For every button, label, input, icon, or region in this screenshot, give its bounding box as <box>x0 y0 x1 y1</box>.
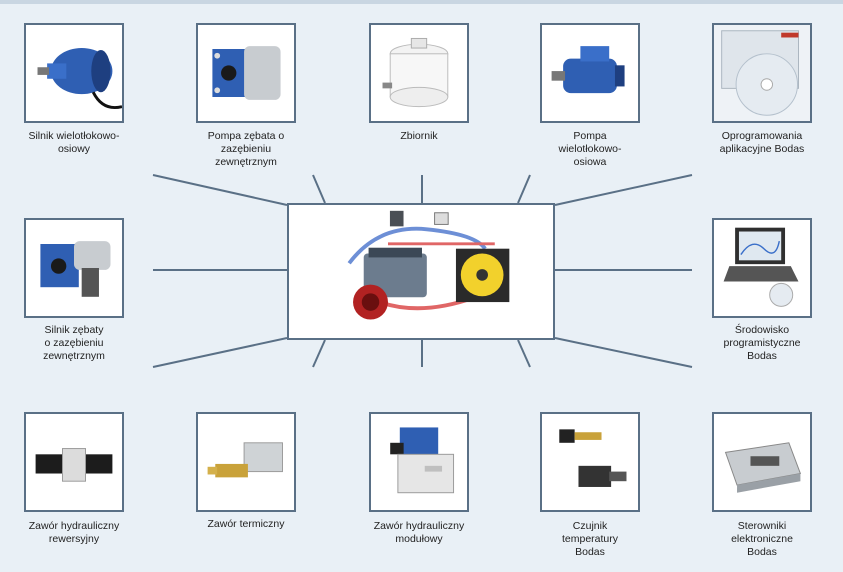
laptop-icon <box>723 227 799 307</box>
connector-line <box>312 339 326 368</box>
connector-line <box>152 174 288 206</box>
tile-reversing-valve[interactable] <box>24 412 124 512</box>
tile-modular-valve[interactable] <box>369 412 469 512</box>
tank-icon <box>382 37 449 108</box>
thermal-valve-icon <box>207 442 283 478</box>
software-cd-icon <box>714 25 810 121</box>
connector-line <box>312 174 326 204</box>
controller-icon <box>724 442 802 493</box>
tile-axial-piston-pump[interactable] <box>540 23 640 123</box>
axial-piston-motor-icon <box>37 48 122 109</box>
connector-line <box>517 339 531 368</box>
label-thermal-valve: Zawór termiczny <box>207 518 285 530</box>
tile-thermal-valve[interactable] <box>196 412 296 512</box>
tile-multi-piston-motor[interactable] <box>24 23 124 123</box>
gear-pump-icon <box>212 46 281 100</box>
tile-electronic-controller[interactable] <box>712 412 812 512</box>
center-system-panel <box>287 203 555 340</box>
modular-valve-icon <box>390 427 455 494</box>
tile-external-gear-pump[interactable] <box>196 23 296 123</box>
tile-external-gear-motor[interactable] <box>24 218 124 318</box>
reversing-valve-icon <box>35 448 113 482</box>
engine-cooling-system-icon <box>347 210 510 320</box>
tile-temperature-sensor[interactable] <box>540 412 640 512</box>
tile-programming-environment[interactable] <box>712 218 812 318</box>
connector-line <box>554 337 693 368</box>
connector-line <box>517 174 531 204</box>
connector-line <box>152 337 288 368</box>
tile-application-software[interactable] <box>712 23 812 123</box>
tile-tank[interactable] <box>369 23 469 123</box>
temperature-sensor-icon <box>559 429 627 487</box>
gear-motor-icon <box>40 241 111 297</box>
connector-line <box>554 174 693 206</box>
label-tank: Zbiornik <box>400 130 438 142</box>
label-multi-piston-motor: Silnik wielotłokowo-osiowy <box>28 130 120 155</box>
top-divider <box>0 0 843 4</box>
axial-piston-pump-icon <box>551 46 625 94</box>
